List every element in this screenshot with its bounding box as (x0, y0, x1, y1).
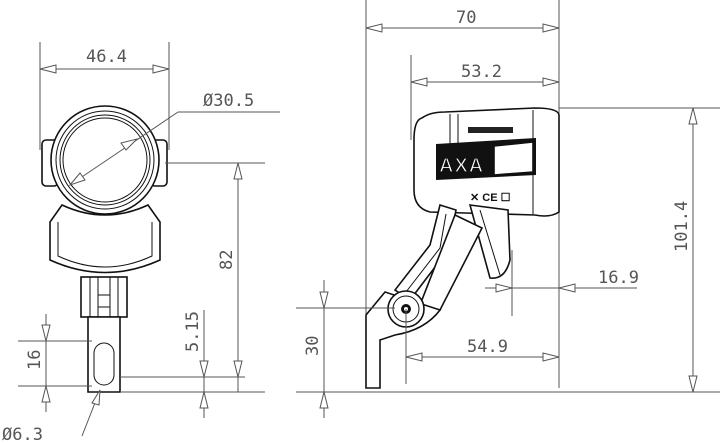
dim-overall-depth-label: 70 (456, 8, 476, 28)
dim-pivot-height-label: 30 (303, 336, 323, 356)
dim-bracket-offset-label: 16.9 (598, 268, 639, 288)
svg-text:✕ CE ☐: ✕ CE ☐ (470, 192, 511, 204)
dim-slot-length-label: 16 (25, 350, 45, 370)
dim-slot-offset-label: 5.15 (183, 311, 203, 352)
brand-logo: AXA (439, 155, 484, 177)
dim-lens-diameter-label: Ø30.5 (203, 91, 254, 111)
dim-width-label: 46.4 (86, 47, 127, 67)
dim-overall-height-label: 101.4 (672, 201, 692, 252)
dim-pivot-front-label: 54.9 (467, 337, 508, 357)
side-view: AXA ✕ CE ☐ 70 53.2 101. (296, 0, 720, 418)
dim-head-depth-label: 53.2 (461, 62, 502, 82)
dim-slot-diameter-label: Ø6.3 (2, 425, 43, 443)
dim-height-label: 82 (217, 250, 237, 270)
front-view: 46.4 Ø30.5 82 5.15 16 Ø6.3 (2, 42, 280, 443)
